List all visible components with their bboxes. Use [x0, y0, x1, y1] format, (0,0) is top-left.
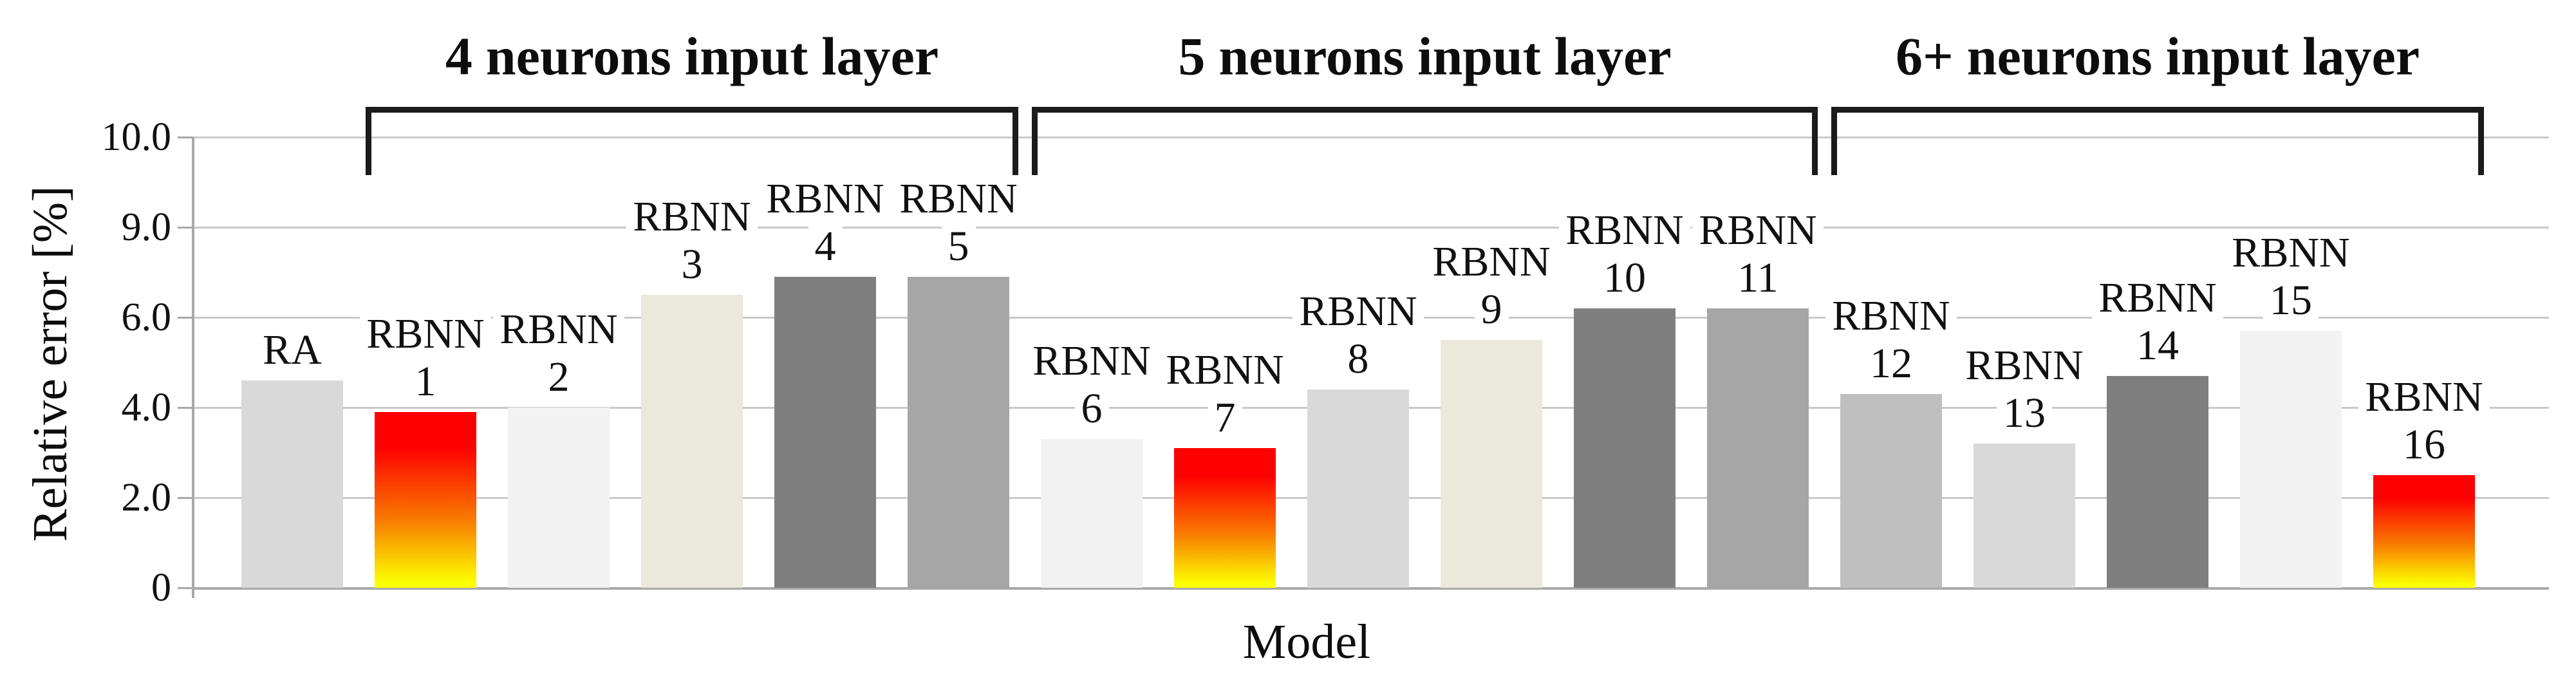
bar-label-line: 4	[716, 223, 935, 270]
y-axis-tick	[178, 227, 193, 229]
bar-label-line: 16	[2315, 421, 2534, 469]
group-bracket-end-left	[366, 107, 371, 175]
y-axis-title: Relative error [%]	[23, 185, 77, 542]
bar-label-line: RBNN	[849, 175, 1068, 223]
bar-label-line: 13	[1915, 389, 2134, 437]
bar-label-line: RBNN	[1915, 342, 2134, 389]
bar-label-line: 9	[1382, 286, 1601, 333]
y-tick-label: 2.0	[121, 476, 172, 520]
bar-label-line: 6	[982, 385, 1201, 433]
group-header-3: 6+ neurons input layer	[1895, 26, 2420, 87]
group-bracket-end-right	[2478, 107, 2484, 175]
bar-label-line: 15	[2181, 277, 2400, 324]
bar-label-line: 14	[2048, 322, 2267, 370]
bar-label-line: RBNN	[1249, 288, 1468, 335]
bar-label-line: RBNN	[1382, 238, 1601, 286]
bar-rbnn-8	[1307, 389, 1409, 588]
bar-label-line: RBNN	[716, 175, 935, 223]
bar-label-line: RBNN	[1115, 346, 1334, 394]
bar-label-ra: RA	[183, 326, 402, 374]
bar-rbnn-3	[641, 295, 743, 588]
bar-label-line: RBNN	[1648, 207, 1867, 254]
bar-label-line: RBNN	[449, 306, 668, 353]
bar-rbnn-5	[908, 277, 1009, 588]
bar-rbnn-2	[508, 408, 610, 588]
group-bracket-horizontal	[1831, 107, 2484, 113]
gridline	[193, 227, 2549, 229]
bar-label-line: 5	[849, 223, 1068, 270]
x-axis-title: Model	[1242, 615, 1371, 669]
bar-ra	[241, 380, 343, 588]
bar-label-line: RBNN	[1515, 207, 1734, 254]
y-axis-tick	[178, 136, 193, 138]
y-axis-tick	[178, 587, 193, 589]
bar-rbnn-16	[2373, 475, 2475, 588]
bar-label-line: 2	[449, 353, 668, 401]
y-tick-label: 6.0	[121, 295, 172, 339]
bar-label-line: RBNN	[2048, 274, 2267, 322]
x-axis-line	[193, 587, 2549, 590]
bar-label-line: RBNN	[2181, 229, 2400, 277]
y-axis-line	[192, 137, 194, 598]
bar-rbnn-13	[1974, 444, 2075, 588]
bar-label-line: 7	[1115, 394, 1334, 442]
group-bracket-end-left	[1032, 107, 1038, 175]
bar-rbnn-12	[1840, 394, 1942, 588]
bar-label-line: 11	[1648, 254, 1867, 302]
bar-label-line: 1	[316, 358, 535, 406]
bar-label-line: RBNN	[583, 193, 801, 241]
bar-rbnn-15	[2240, 331, 2342, 588]
bar-label-line: RBNN	[2315, 373, 2534, 421]
group-header-2: 5 neurons input layer	[1178, 26, 1672, 87]
group-bracket-horizontal	[366, 107, 1018, 113]
group-bracket-horizontal	[1032, 107, 1818, 113]
bar-rbnn-10	[1574, 308, 1675, 588]
bar-label-line: RBNN	[316, 310, 535, 358]
bar-label-line: RBNN	[1782, 292, 2001, 340]
bar-rbnn-1	[375, 412, 476, 588]
y-axis-tick	[178, 317, 193, 319]
group-bracket-end-left	[1831, 107, 1837, 175]
bar-rbnn-7	[1174, 448, 1276, 588]
bar-label-line: RBNN	[982, 337, 1201, 385]
y-tick-label: 9.0	[121, 205, 172, 249]
bar-label-line: 8	[1249, 335, 1468, 383]
bar-label-line: 12	[1782, 340, 2001, 388]
y-axis-tick	[178, 497, 193, 499]
bar-rbnn-11	[1707, 308, 1809, 588]
y-tick-label: 10.0	[101, 115, 172, 159]
group-header-1: 4 neurons input layer	[445, 26, 939, 87]
group-bracket-end-right	[1812, 107, 1818, 175]
bar-rbnn-9	[1441, 340, 1542, 588]
bar-label-line: 10	[1515, 254, 1734, 302]
bar-label-line: 3	[583, 241, 801, 288]
bar-rbnn-14	[2107, 376, 2208, 588]
y-tick-label: 4.0	[121, 386, 172, 429]
bar-label-line: RA	[183, 326, 402, 374]
bar-rbnn-4	[774, 277, 876, 588]
bar-rbnn-6	[1041, 439, 1143, 588]
y-axis-tick	[178, 407, 193, 409]
group-bracket-end-right	[1013, 107, 1018, 175]
gridline	[193, 136, 2549, 138]
y-tick-label: 0	[151, 566, 171, 610]
